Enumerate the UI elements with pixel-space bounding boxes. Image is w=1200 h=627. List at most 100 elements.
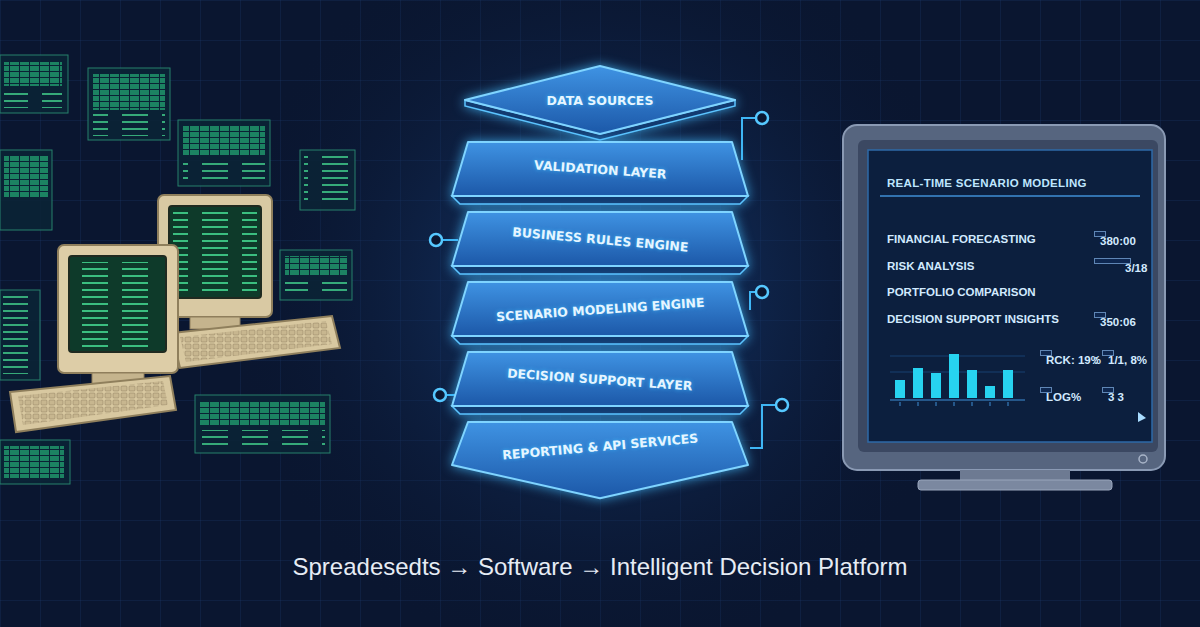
chart-bar xyxy=(1003,370,1013,398)
monitor-case xyxy=(58,245,178,373)
monitor-foot xyxy=(918,480,1112,490)
metric-value: RCK: 19% xyxy=(1046,353,1101,367)
layer-side xyxy=(452,266,748,274)
chart-axis xyxy=(890,400,1025,401)
value-box: 380:00 xyxy=(1094,231,1106,237)
sheet-panel xyxy=(178,120,270,186)
layer-plate: REPORTING & API SERVICES xyxy=(450,422,750,500)
monitor-screen xyxy=(69,256,166,352)
metric-label: RISK ANALYSIS xyxy=(887,259,974,273)
monitor-screen xyxy=(868,150,1152,442)
heading-rule xyxy=(880,195,1140,197)
screen-lines xyxy=(173,212,257,294)
layer-face xyxy=(452,352,748,406)
separator-label: : xyxy=(1094,353,1098,367)
keyboard xyxy=(10,376,176,432)
sheet-lines xyxy=(200,430,325,448)
layer-plate: BUSINESS RULES ENGINE xyxy=(450,212,750,274)
chart-tick xyxy=(954,402,955,406)
layer-plate: SCENARIO MODELING ENGINE xyxy=(450,282,750,344)
chart-ticks xyxy=(900,402,1008,406)
metric-label: PORTFOLIO COMPARISON xyxy=(887,285,1036,299)
circuit-dots xyxy=(430,112,788,411)
layer-plate: VALIDATION LAYER xyxy=(450,142,750,204)
metric-label: DECISION SUPPORT INSIGHTS xyxy=(887,312,1059,326)
chart-tick xyxy=(1008,402,1009,406)
circuit-lines xyxy=(442,118,776,448)
layer-plate: DECISION SUPPORT LAYER xyxy=(450,352,750,414)
sheet-panel xyxy=(0,55,68,113)
sheet-grid xyxy=(4,62,62,86)
layer-face xyxy=(452,422,748,498)
retro-computer xyxy=(10,245,178,432)
metric-label: FINANCIAL FORECASTING xyxy=(887,232,1036,246)
sheet-panel xyxy=(0,290,40,380)
value-box: RCK: 19% xyxy=(1040,350,1052,356)
sheet-grid xyxy=(4,446,64,478)
circuit-dot xyxy=(434,389,446,401)
sheet-panel xyxy=(280,250,352,300)
sheet-panel xyxy=(0,440,70,484)
chart-tick xyxy=(936,402,937,406)
chart-tick xyxy=(972,402,973,406)
sheet-lines xyxy=(3,296,37,374)
circuit-line xyxy=(442,239,458,241)
chart-bar xyxy=(949,354,959,398)
sheet-lines xyxy=(285,280,347,296)
layer-side xyxy=(452,336,748,344)
layer-diamond: DATA SOURCES xyxy=(465,66,735,140)
value-box: 1/1, 8% xyxy=(1102,350,1114,356)
cursor xyxy=(1138,412,1146,422)
metric-value: 3/18 xyxy=(1125,261,1147,275)
chart-bar xyxy=(967,370,977,398)
monitor-inner-bezel xyxy=(858,140,1158,452)
metric-value: 3 3 xyxy=(1108,390,1124,404)
metric-value: 1/1, 8% xyxy=(1108,353,1147,367)
monitor xyxy=(843,125,1165,490)
chart-tick xyxy=(918,402,919,406)
keyboard-keys xyxy=(18,381,168,425)
circuit-line xyxy=(750,292,756,310)
sheet-panel xyxy=(88,68,170,140)
value-box: LOG% xyxy=(1040,387,1052,393)
sheet-lines xyxy=(93,114,165,136)
chart-bar xyxy=(895,380,905,398)
metric-value: 350:06 xyxy=(1100,315,1136,329)
monitor-screen xyxy=(169,206,261,298)
value-box: 3 3 xyxy=(1102,387,1114,393)
layer-face xyxy=(465,66,735,134)
power-button xyxy=(1139,455,1147,463)
sheet-lines xyxy=(304,156,350,204)
circuit-dot xyxy=(776,399,788,411)
chart-bar xyxy=(931,373,941,398)
chart-tick xyxy=(900,402,901,406)
chart-tick xyxy=(990,402,991,406)
sheet-panel xyxy=(300,150,355,210)
circuit-dot xyxy=(756,112,768,124)
bar-chart xyxy=(895,354,1013,398)
value-box: 3/18 xyxy=(1094,258,1131,264)
sheet-lines xyxy=(183,160,265,182)
sheet-grid xyxy=(285,256,347,276)
retro-computer xyxy=(158,195,340,368)
sheet-lines xyxy=(4,90,62,108)
layer-label: DATA SOURCES xyxy=(547,93,654,108)
monitor-neck xyxy=(960,470,1070,480)
spreadsheet-panels xyxy=(0,55,355,484)
chart-bar xyxy=(985,386,995,398)
layer-face xyxy=(452,212,748,266)
screen-panel: REAL-TIME SCENARIO MODELING FINANCIAL FOR… xyxy=(868,150,1152,442)
metric-value: LOG% xyxy=(1046,390,1081,404)
monitor-bezel xyxy=(843,125,1165,470)
sheet-grid xyxy=(200,401,325,425)
circuit-dot xyxy=(756,286,768,298)
screen-heading: REAL-TIME SCENARIO MODELING xyxy=(887,176,1087,190)
layer-face xyxy=(452,282,748,336)
keyboard-keys xyxy=(180,321,332,362)
caption: Spreadesedts → Software → Intelligent De… xyxy=(0,553,1200,581)
layer-face xyxy=(452,142,748,196)
sheet-panel xyxy=(0,150,52,230)
